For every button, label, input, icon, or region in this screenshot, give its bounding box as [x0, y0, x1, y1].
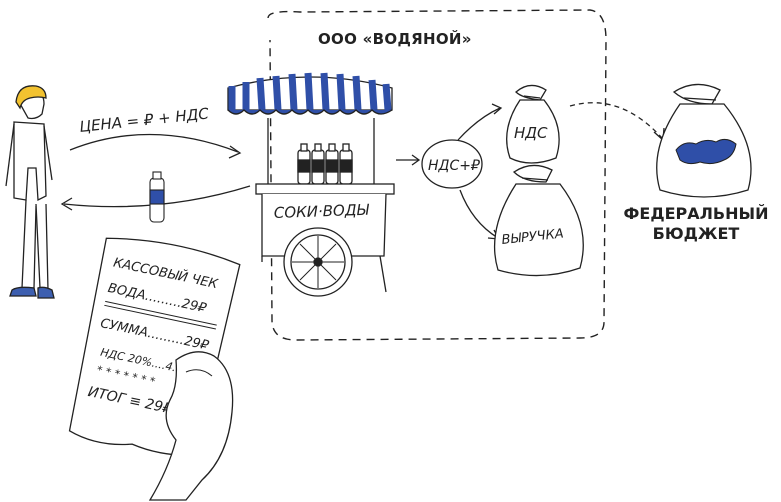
customer-figure [6, 86, 54, 298]
price-arrow [70, 134, 238, 152]
revenue-bag [495, 165, 584, 275]
federal-budget-title: ФЕДЕРАЛЬНЫЙ БЮДЖЕТ [612, 204, 780, 244]
price-formula-label: ЦЕНА = ₽ + НДС [79, 104, 211, 136]
split-label: НДС+₽ [428, 158, 481, 174]
vat-bag-label: НДС [514, 124, 548, 142]
cart-sign: СОКИ·ВОДЫ [274, 201, 370, 222]
federal-budget-title-line2: БЮДЖЕТ [612, 224, 780, 244]
juice-cart [228, 73, 394, 296]
tax-flow-arrow [570, 103, 662, 138]
company-name: ООО «ВОДЯНОЙ» [318, 30, 518, 48]
federal-budget-title-line1: ФЕДЕРАЛЬНЫЙ [612, 204, 780, 224]
water-bottle-icon [150, 172, 164, 222]
